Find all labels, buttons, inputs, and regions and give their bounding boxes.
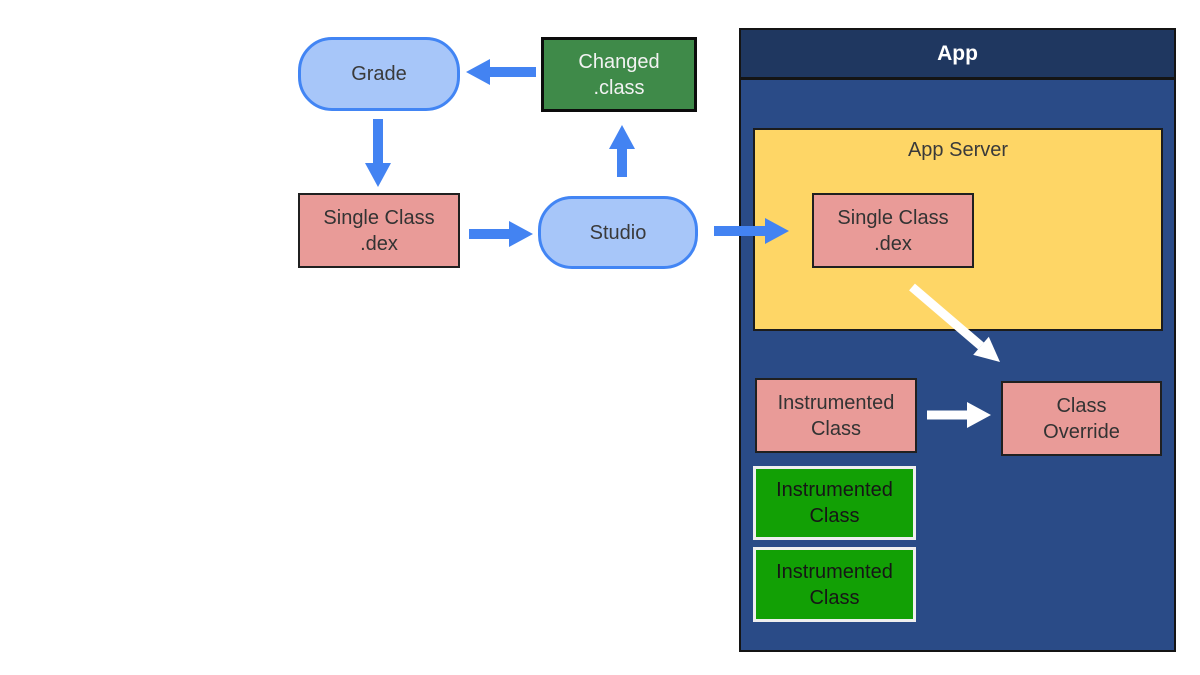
gradle-node: Grade [298, 37, 460, 111]
arrow-gradle-to-singleclassdex [365, 119, 391, 187]
arrow-studio-to-changedclass [609, 125, 635, 177]
instrumented-class-node: Instrumented Class [755, 378, 917, 453]
arrow-singleclassdex-to-studio [469, 221, 533, 247]
single-class-dex-node: Single Class .dex [298, 193, 460, 268]
app-server-single-class-dex-node: Single Class .dex [812, 193, 974, 268]
arrow-changedclass-to-gradle [466, 59, 536, 85]
studio-node: Studio [538, 196, 698, 269]
app-title-bar: App [741, 30, 1174, 80]
changed-class-node: Changed .class [541, 37, 697, 112]
app-server-title: App Server [907, 139, 1009, 161]
app-server-box: App Server Single Class .dex [753, 128, 1163, 331]
instrumented-class-green-node: Instrumented Class [753, 466, 916, 540]
class-override-node: Class Override [1001, 381, 1162, 456]
app-container: App App Server Single Class .dex Instrum… [739, 28, 1176, 652]
instrumented-class-green-node: Instrumented Class [753, 547, 916, 622]
